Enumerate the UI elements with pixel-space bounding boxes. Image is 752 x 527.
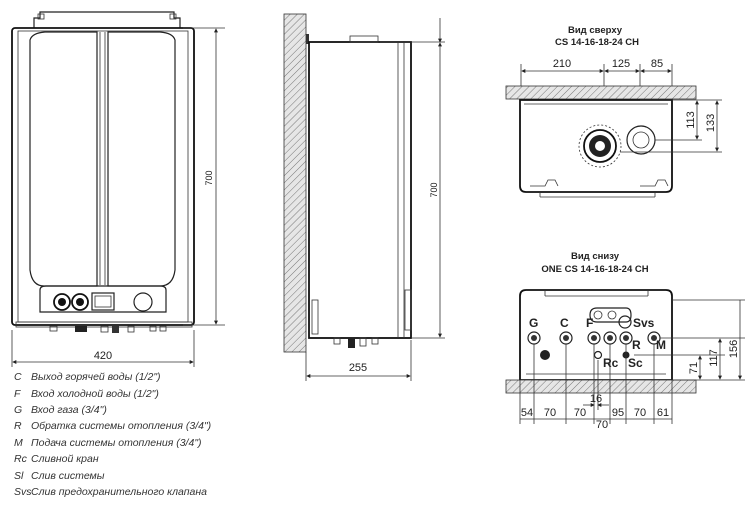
legend-code: R [14, 420, 22, 433]
conn-label-sc: Sc [628, 356, 643, 370]
legend-item: M Подача системы отопления (3/4") [14, 435, 314, 451]
legend-text: Слив предохранительного клапана [31, 485, 207, 498]
legend-code: M [14, 436, 23, 449]
legend-code: C [14, 371, 22, 384]
top-view-title: Вид сверху [568, 25, 623, 36]
bottom-view: Вид снизу ONE CS 14-16-18-24 CH G C F Sv… [505, 251, 745, 431]
bottom-dim-3: 70 [574, 407, 586, 419]
bottom-dim-v1: 71 [688, 362, 700, 374]
legend-item: C Выход горячей воды (1/2") [14, 369, 314, 385]
bottom-dim-2: 70 [544, 407, 556, 419]
legend-code: F [14, 387, 21, 400]
legend-item: G Вход газа (3/4") [14, 402, 314, 418]
legend-item: F Вход холодной воды (1/2") [14, 385, 314, 401]
side-depth-label: 255 [349, 362, 367, 374]
bottom-dim-small: 16 [590, 393, 602, 405]
bottom-dim-6: 70 [634, 407, 646, 419]
bottom-dim-4: 70 [596, 419, 608, 431]
top-dim-b: 125 [612, 58, 630, 70]
bottom-dim-v3: 156 [728, 340, 740, 358]
legend-text: Выход горячей воды (1/2") [31, 371, 161, 384]
connections-legend: C Выход горячей воды (1/2") F Вход холодной… [14, 369, 314, 500]
front-height-label: 700 [204, 170, 214, 185]
bottom-dim-1: 54 [521, 407, 533, 419]
bottom-dim-5: 95 [612, 407, 624, 419]
conn-label-f: F [586, 316, 593, 330]
legend-code: Svs [14, 485, 32, 498]
side-height-label: 700 [429, 182, 439, 197]
conn-label-r: R [632, 338, 641, 352]
bottom-dim-7: 61 [657, 407, 669, 419]
legend-code: Rc [14, 453, 27, 466]
legend-text: Подача системы отопления (3/4") [31, 436, 202, 449]
top-view-model: CS 14-16-18-24 CH [555, 37, 639, 48]
conn-label-c: C [560, 316, 569, 330]
legend-code: G [14, 403, 23, 416]
front-view: 420 700 [11, 11, 225, 367]
top-view: Вид сверху CS 14-16-18-24 CH 210 125 85 [505, 25, 722, 198]
legend-code: Sl [14, 469, 24, 482]
bottom-view-title: Вид снизу [571, 251, 620, 262]
bottom-dim-v2: 117 [708, 349, 720, 367]
legend-item: Sl Слив системы [14, 467, 314, 483]
legend-item: R Обратка системы отопления (3/4") [14, 418, 314, 434]
top-dim-v1: 113 [685, 111, 697, 129]
conn-label-svs: Svs [633, 316, 655, 330]
legend-text: Вход газа (3/4") [31, 403, 107, 416]
legend-item: Rc Сливной кран [14, 451, 314, 467]
top-dim-a: 210 [553, 58, 571, 70]
conn-label-m: M [656, 338, 666, 352]
front-width-label: 420 [94, 350, 112, 362]
conn-label-g: G [529, 316, 538, 330]
conn-label-rc: Rc [603, 356, 619, 370]
top-dim-c: 85 [651, 58, 663, 70]
legend-text: Сливной кран [31, 453, 99, 466]
legend-text: Вход холодной воды (1/2") [31, 387, 159, 400]
top-dim-v2: 133 [705, 114, 717, 132]
legend-text: Обратка системы отопления (3/4") [31, 420, 212, 433]
side-view: 700 255 [283, 13, 445, 381]
bottom-view-model: ONE CS 14-16-18-24 CH [541, 264, 648, 275]
legend-text: Слив системы [31, 469, 105, 482]
